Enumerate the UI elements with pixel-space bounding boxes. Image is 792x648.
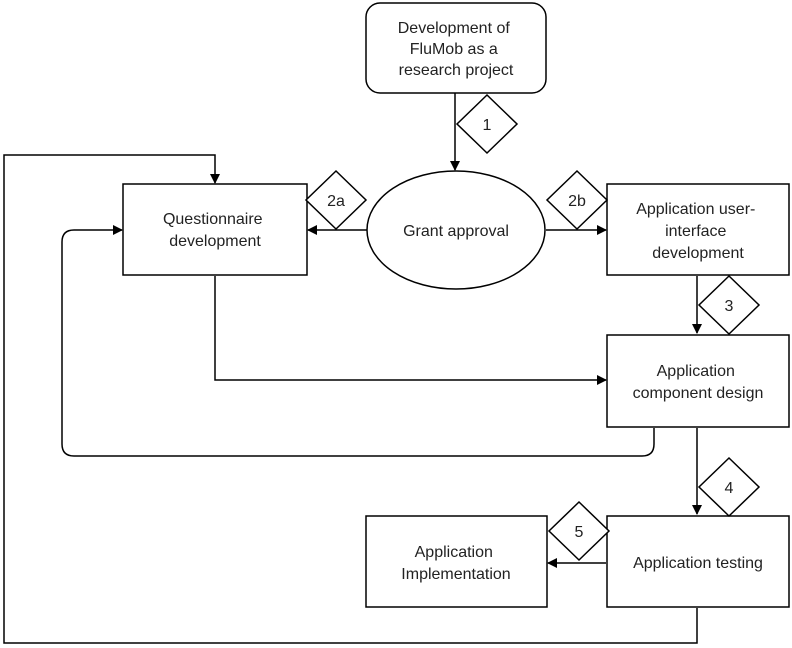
step-number: 1 — [483, 117, 492, 134]
node-ui-development: Application user- interface development — [606, 183, 790, 276]
node-label-line: component design — [633, 385, 764, 402]
node-label-line: Application testing — [633, 555, 763, 572]
step-number: 3 — [725, 298, 734, 315]
svg-text:Application Implementati: Application Implementation — [401, 544, 510, 583]
node-label-line: Application user- — [636, 201, 755, 218]
node-label-line: interface — [665, 223, 726, 240]
node-implementation: Application Implementation — [365, 515, 548, 608]
svg-text:Application testing: Application testing — [633, 555, 763, 572]
node-label-line: Questionnaire — [163, 211, 263, 228]
node-label-line: development — [652, 245, 744, 262]
node-grant-approval: Grant approval — [366, 170, 546, 290]
step-marker-2a: 2a — [304, 169, 368, 231]
node-research-project: Development of FluMob as a research proj… — [365, 2, 547, 94]
node-label-line: Development of — [398, 20, 511, 37]
svg-text:Grant approval: Grant approval — [403, 223, 509, 240]
svg-text:Application component de: Application component design — [633, 363, 764, 402]
node-label-line: Application — [657, 363, 735, 380]
node-label-line: development — [169, 233, 261, 250]
connectors — [3, 93, 702, 644]
connector-component-feedback-to-questionnaire — [61, 225, 655, 457]
connector-testing-loop-to-questionnaire — [3, 154, 698, 644]
connector-questionnaire-to-component — [214, 276, 607, 385]
node-label-line: Implementation — [401, 566, 510, 583]
node-component-design: Application component design — [606, 334, 790, 428]
node-label-line: FluMob as a — [410, 41, 498, 58]
step-marker-2b: 2b — [545, 169, 609, 231]
node-label-line: research project — [399, 62, 514, 79]
step-marker-1: 1 — [455, 93, 519, 155]
step-number: 5 — [575, 524, 584, 541]
node-testing: Application testing — [606, 515, 790, 608]
svg-text:Questionnaire developmen: Questionnaire development — [163, 211, 267, 250]
node-questionnaire: Questionnaire development — [122, 183, 308, 276]
step-marker-5: 5 — [547, 500, 611, 562]
svg-text:Application user- interf: Application user- interface development — [636, 201, 760, 262]
node-label-line: Application — [415, 544, 493, 561]
step-number: 4 — [725, 480, 734, 497]
step-marker-4: 4 — [697, 456, 761, 518]
step-number: 2a — [327, 193, 345, 210]
step-number: 2b — [568, 193, 586, 210]
svg-text:Development of FluMob as: Development of FluMob as a research proj… — [398, 20, 515, 79]
step-marker-3: 3 — [697, 274, 761, 336]
node-label-line: Grant approval — [403, 223, 509, 240]
